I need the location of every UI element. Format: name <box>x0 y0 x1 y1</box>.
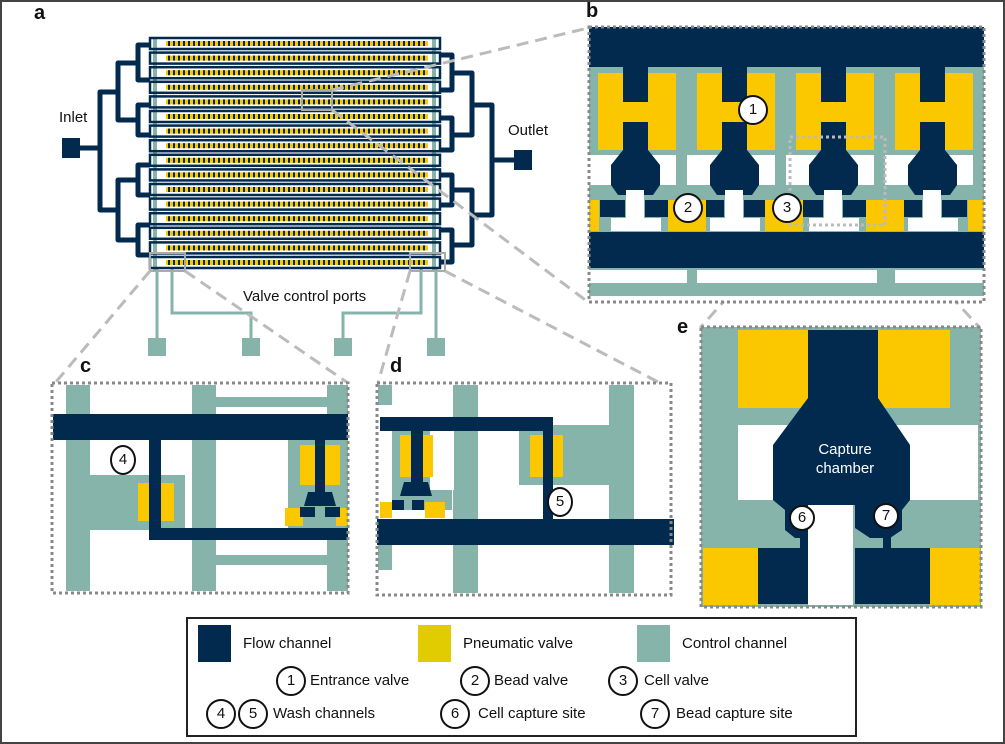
capture-unit <box>885 67 973 231</box>
legend-item-cell-capture-site: Cell capture site <box>478 705 586 722</box>
chip-row <box>148 182 442 197</box>
pneumatic-valve <box>738 330 808 408</box>
panel-c-border <box>50 381 350 595</box>
capture-chamber <box>908 150 957 195</box>
legend-label-flow-channel: Flow channel <box>243 635 332 652</box>
legend-marker-3: 3 <box>608 666 638 696</box>
capture-chamber-line2: chamber <box>815 460 875 477</box>
control-port-3 <box>334 338 352 356</box>
chip-row <box>148 153 442 168</box>
panel-label-a: a <box>34 2 46 24</box>
legend-item-wash-channels: Wash channels <box>273 705 375 722</box>
capture-chamber <box>611 150 660 195</box>
zoom-box-d <box>409 252 446 272</box>
chip-row <box>148 124 442 138</box>
chip-row <box>148 241 442 255</box>
panel-e-border <box>699 325 983 609</box>
pneumatic-valve <box>968 200 984 231</box>
marker-5-wash-channel: 5 <box>547 487 573 517</box>
zoom-box-c <box>149 252 186 272</box>
marker-6-cell-capture-site: 6 <box>789 505 815 531</box>
outlet-label: Outlet <box>508 122 549 139</box>
legend-item-bead-capture-site: Bead capture site <box>676 705 793 722</box>
flow-channel <box>53 414 348 440</box>
chip-row <box>148 80 442 95</box>
panel-label-e: e <box>677 316 689 338</box>
chip-row <box>148 51 442 65</box>
chip-row <box>148 255 442 270</box>
legend-swatch-flow-channel <box>198 625 231 662</box>
legend-swatch-control-channel <box>637 625 670 662</box>
chip-row <box>148 36 442 51</box>
marker-7-bead-capture-site: 7 <box>873 503 899 529</box>
panel-label-c: c <box>80 355 92 377</box>
flow-channel-top <box>589 27 984 67</box>
inlet-port <box>62 138 80 158</box>
panel-e-detail <box>699 325 983 609</box>
capture-chamber-label: Capture chamber <box>795 440 895 478</box>
outlet-port <box>514 150 532 170</box>
chip-row <box>148 168 442 182</box>
legend-label-pneumatic-valve: Pneumatic valve <box>463 635 574 652</box>
chip-row <box>148 109 442 124</box>
panel-b-border <box>587 25 986 304</box>
legend-item-entrance-valve: Entrance valve <box>310 672 410 689</box>
capture-chamber <box>710 150 759 195</box>
panel-label-b: b <box>586 0 599 22</box>
legend: Flow channel Pneumatic valve Control cha… <box>186 617 857 737</box>
control-lines <box>155 268 438 340</box>
panel-b-detail <box>587 25 986 304</box>
legend-marker-1: 1 <box>276 666 306 696</box>
pneumatic-valve <box>589 200 599 231</box>
legend-item-cell-valve: Cell valve <box>644 672 710 689</box>
flow-channel <box>380 417 553 431</box>
panel-d-border <box>375 381 673 597</box>
capture-unit <box>786 67 874 231</box>
chip-row <box>148 138 442 153</box>
chip-rows <box>148 36 442 270</box>
zoom-box-b <box>301 89 333 111</box>
capture-unit <box>588 67 676 231</box>
panel-d-detail <box>375 381 674 597</box>
capture-chamber-line1: Capture <box>818 441 872 458</box>
legend-swatch-pneumatic-valve <box>418 625 451 662</box>
marker-3-cell-valve: 3 <box>772 193 802 223</box>
marker-4-wash-channel: 4 <box>110 445 136 475</box>
chip-row <box>148 226 442 241</box>
panel-label-d: d <box>390 355 403 377</box>
valve-control-ports-label: Valve control ports <box>243 288 367 305</box>
chip-row <box>148 95 442 109</box>
capture-chamber <box>809 150 858 195</box>
control-port-4 <box>427 338 445 356</box>
capture-chamber <box>773 398 910 538</box>
legend-marker-4: 4 <box>206 699 236 729</box>
chip-row <box>148 197 442 211</box>
flow-channel-bottom <box>589 232 984 268</box>
marker-1-entrance-valve: 1 <box>738 95 768 125</box>
legend-marker-5: 5 <box>238 699 268 729</box>
marker-2-bead-valve: 2 <box>673 193 703 223</box>
chip-row <box>148 211 442 226</box>
inlet-label: Inlet <box>59 109 88 126</box>
inlet-tree <box>75 42 150 258</box>
legend-marker-2: 2 <box>460 666 490 696</box>
legend-marker-6: 6 <box>440 699 470 729</box>
legend-item-bead-valve: Bead valve <box>494 672 569 689</box>
pneumatic-valve <box>878 330 950 408</box>
control-port-2 <box>242 338 260 356</box>
panel-c-detail <box>50 381 350 595</box>
legend-label-control-channel: Control channel <box>682 635 788 652</box>
outlet-tree <box>440 52 520 265</box>
legend-marker-7: 7 <box>640 699 670 729</box>
zoom-box-e <box>788 135 887 227</box>
control-port-1 <box>148 338 166 356</box>
chip-row <box>148 65 442 80</box>
panel-a-chip <box>62 36 532 356</box>
